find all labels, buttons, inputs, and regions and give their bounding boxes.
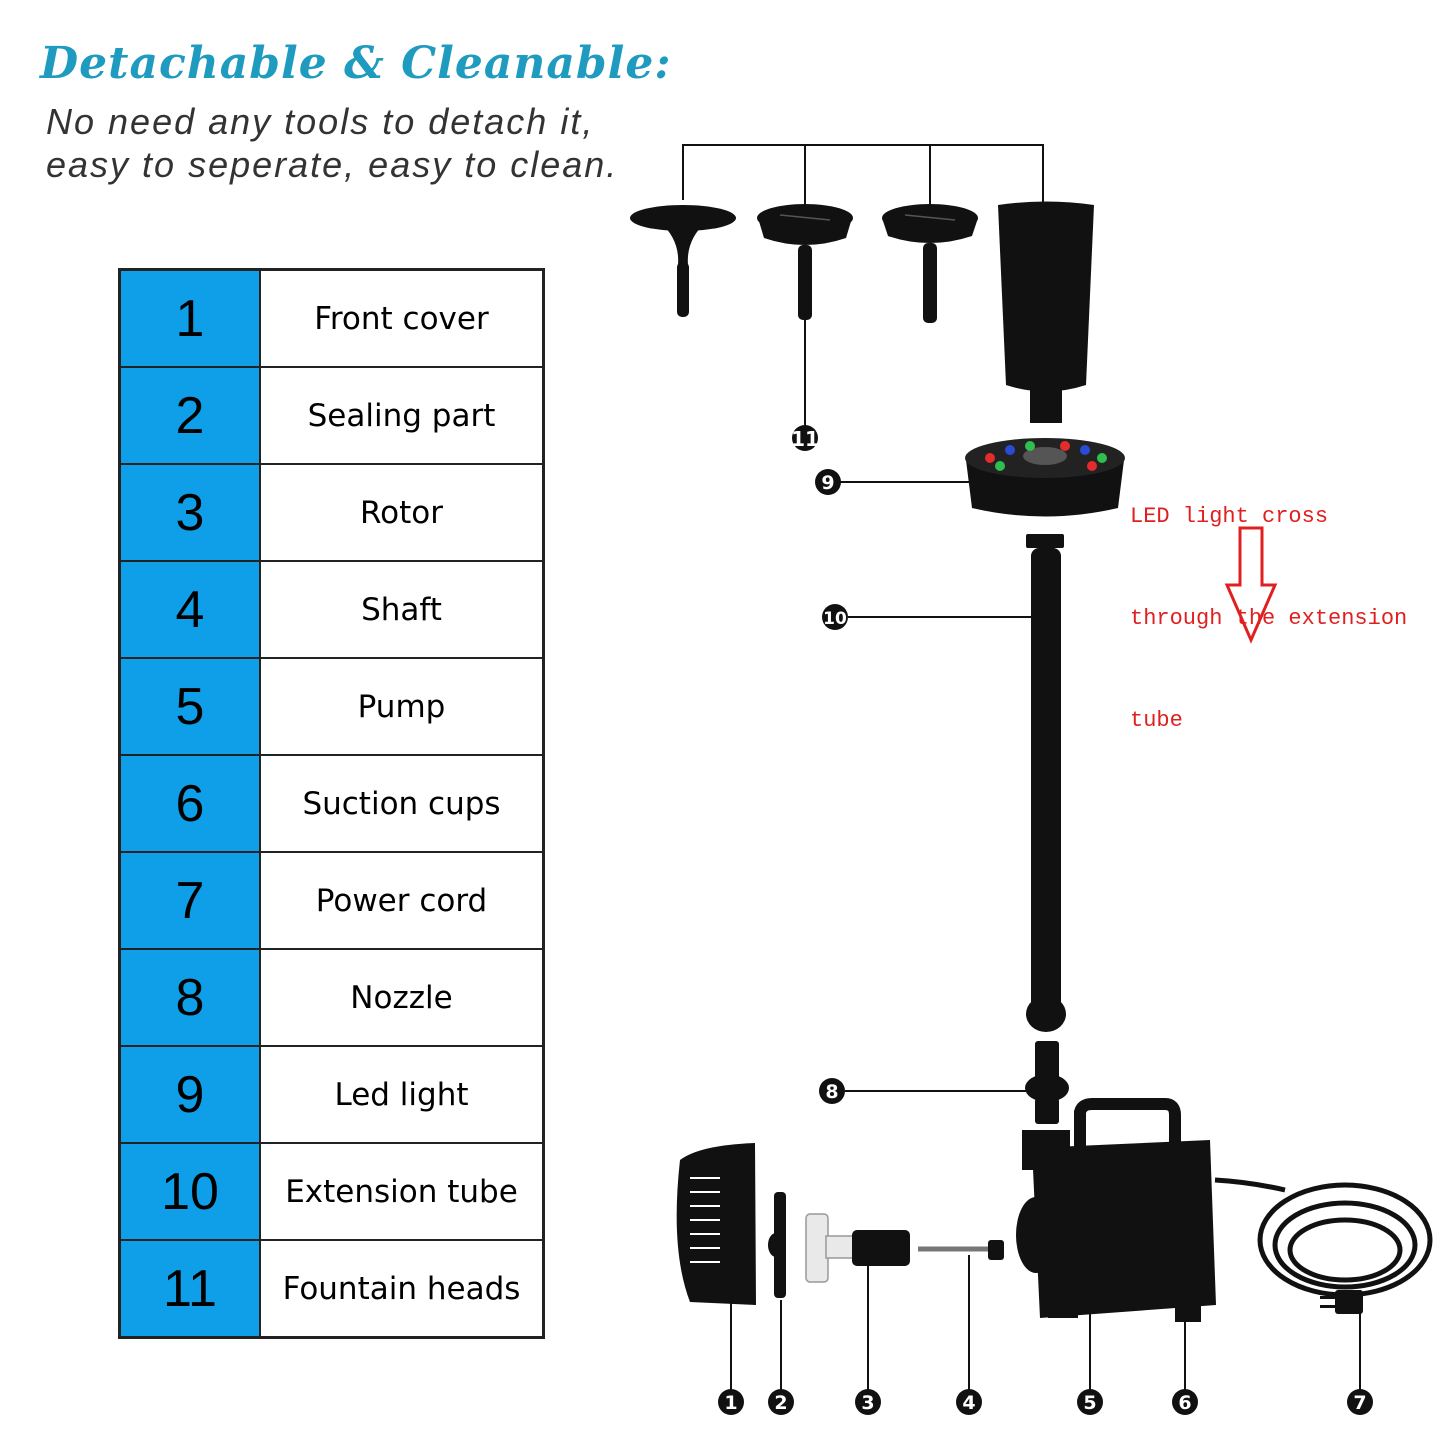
callout-8: 8 [819, 1078, 845, 1104]
front-cover [676, 1143, 756, 1305]
exploded-diagram: 11 9 10 8 1 2 3 4 5 6 7 [630, 144, 1433, 1415]
part-name: Led light [259, 1045, 545, 1144]
subtitle-line-1: No need any tools to detach it, [46, 101, 595, 142]
part-name: Nozzle [259, 948, 545, 1047]
page-subtitle: No need any tools to detach it, easy to … [46, 100, 618, 186]
part-number: 9 [118, 1045, 261, 1144]
part-name: Pump [259, 657, 545, 756]
callout-6: 6 [1172, 1389, 1198, 1415]
part-number: 8 [118, 948, 261, 1047]
bottom-leader-lines [730, 1230, 1361, 1390]
callout-label: 4 [962, 1392, 975, 1414]
part-number: 10 [118, 1142, 261, 1241]
sealing-part [768, 1192, 786, 1298]
callout-label: 7 [1353, 1392, 1366, 1414]
plug-icon [1320, 1290, 1363, 1314]
shaft [918, 1240, 1004, 1260]
callout-1: 1 [718, 1389, 744, 1415]
callout-label: 11 [791, 427, 819, 451]
rotor [805, 1213, 910, 1283]
fountain-heads-bracket [682, 144, 1044, 205]
callout-label: 6 [1178, 1392, 1191, 1414]
part-number: 11 [118, 1239, 261, 1339]
nozzle [1025, 1041, 1069, 1124]
part-number: 6 [118, 754, 261, 853]
callout-5: 5 [1077, 1389, 1103, 1415]
extension-tube [1026, 534, 1066, 1032]
callout-label: 8 [825, 1081, 838, 1103]
led-light-ring [965, 438, 1125, 517]
arrow-down-icon [1224, 526, 1278, 644]
callout-3: 3 [855, 1389, 881, 1415]
callout-label: 2 [774, 1392, 787, 1414]
part-name: Shaft [259, 560, 545, 659]
part-number: 5 [118, 657, 261, 756]
part-name: Front cover [259, 268, 545, 368]
part-name: Sealing part [259, 366, 545, 465]
callout-label: 5 [1083, 1392, 1096, 1414]
callout-label: 3 [861, 1392, 874, 1414]
led-note-line-3: tube [1130, 708, 1183, 733]
fountain-head-spray [882, 204, 978, 323]
fountain-head-cup [757, 204, 853, 320]
subtitle-line-2: easy to seperate, easy to clean. [46, 144, 619, 185]
led-note-line-1: LED light cross [1130, 504, 1329, 529]
callout-label: 1 [724, 1392, 737, 1414]
callout-9: 9 [815, 469, 841, 495]
fountain-head-trumpet [630, 205, 736, 317]
part-name: Power cord [259, 851, 545, 950]
callout-4: 4 [956, 1389, 982, 1415]
callout-10: 10 [822, 604, 848, 630]
part-name: Extension tube [259, 1142, 545, 1241]
part-number: 4 [118, 560, 261, 659]
callout-11: 11 [791, 425, 819, 451]
callout-7: 7 [1347, 1389, 1373, 1415]
callout-2: 2 [768, 1389, 794, 1415]
pump-body [1016, 1098, 1216, 1322]
callout-label: 9 [821, 472, 834, 494]
power-cord [1214, 1177, 1433, 1298]
part-name: Fountain heads [259, 1239, 545, 1339]
page-title: Detachable & Cleanable: [40, 38, 672, 89]
part-name: Suction cups [259, 754, 545, 853]
part-number: 2 [118, 366, 261, 465]
callout-label: 10 [823, 609, 847, 629]
part-number: 7 [118, 851, 261, 950]
part-number: 1 [118, 268, 261, 368]
fountain-head-cylinder [998, 201, 1094, 423]
part-name: Rotor [259, 463, 545, 562]
part-number: 3 [118, 463, 261, 562]
